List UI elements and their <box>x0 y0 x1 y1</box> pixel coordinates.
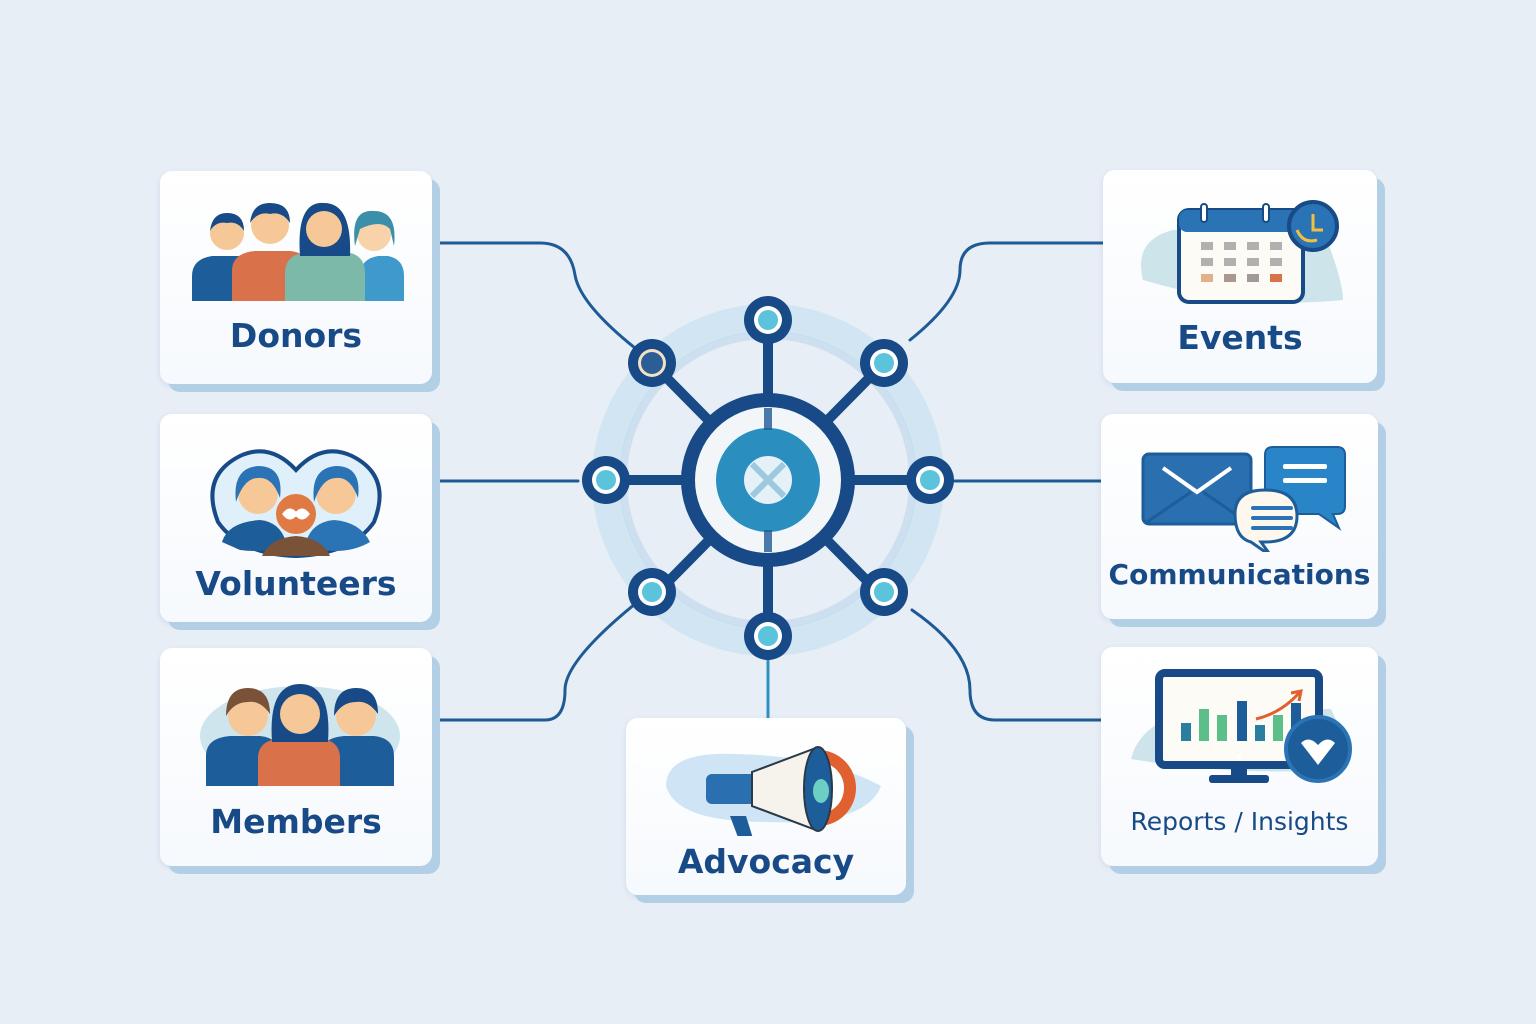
card-advocacy[interactable]: Advocacy <box>626 718 906 895</box>
hub-node-bottom <box>744 612 792 660</box>
connector-reports <box>910 608 1103 722</box>
hub-node-top-left <box>628 339 676 387</box>
card-label: Events <box>1177 318 1303 357</box>
card-members[interactable]: Members <box>160 648 432 866</box>
bar-chart-bars <box>1181 701 1301 741</box>
connector-members <box>430 598 642 722</box>
group-of-four-people-icon <box>192 202 404 301</box>
card-reports[interactable]: Reports / Insights <box>1101 647 1378 866</box>
hub-node-left <box>582 456 630 504</box>
email-chat-icon <box>1141 446 1346 552</box>
hub-node-top <box>744 296 792 344</box>
card-label: Communications <box>1108 558 1371 591</box>
card-donors[interactable]: Donors <box>160 171 432 384</box>
connector-events <box>908 241 1105 342</box>
hub-node-right <box>906 456 954 504</box>
card-label: Advocacy <box>677 842 855 881</box>
hub-node-bottom-left <box>628 568 676 616</box>
megaphone-target-icon <box>666 746 881 836</box>
calendar-clock-icon <box>1141 200 1343 304</box>
connector-donors <box>430 241 642 354</box>
monitor-chart-icon <box>1131 669 1352 783</box>
card-label: Reports / Insights <box>1130 807 1349 836</box>
card-label: Volunteers <box>195 564 397 603</box>
card-label: Members <box>210 802 382 841</box>
card-volunteers[interactable]: Volunteers <box>160 414 432 622</box>
hub-nodes <box>582 296 954 660</box>
central-network-hub <box>582 296 954 660</box>
hub-node-top-right <box>860 339 908 387</box>
card-events[interactable]: Events <box>1103 170 1377 383</box>
group-of-three-people-icon <box>200 684 400 786</box>
card-communications[interactable]: Communications <box>1101 414 1378 619</box>
volunteers-heart-icon <box>210 449 382 559</box>
hub-node-bottom-right <box>860 568 908 616</box>
card-label: Donors <box>229 316 363 355</box>
